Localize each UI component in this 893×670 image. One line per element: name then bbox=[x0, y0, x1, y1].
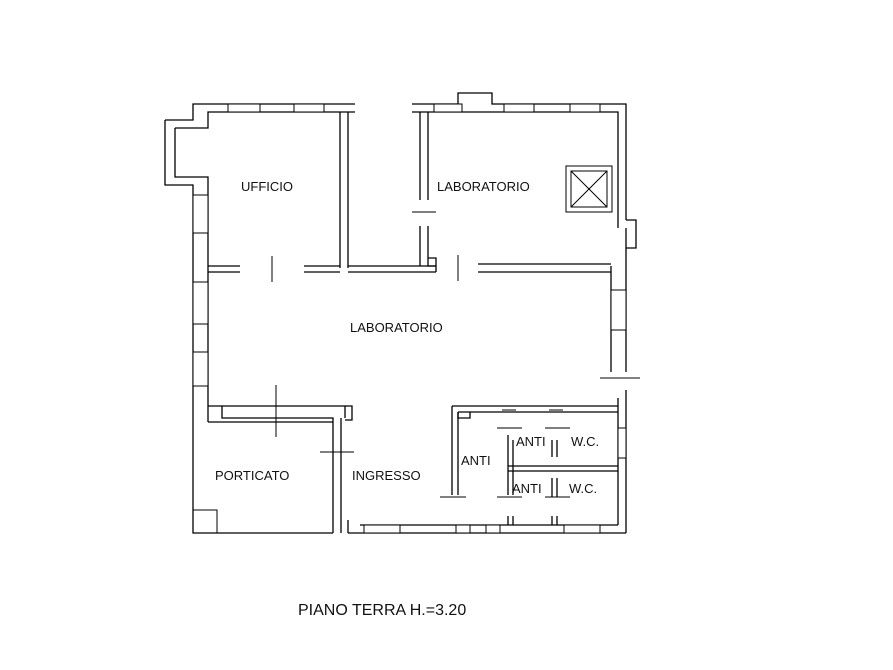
room-label-porticato: PORTICATO bbox=[215, 468, 289, 483]
room-label-wc-1: W.C. bbox=[571, 434, 599, 449]
door-marks bbox=[271, 211, 640, 498]
room-label-anti-1: ANTI bbox=[461, 453, 491, 468]
room-label-ingresso: INGRESSO bbox=[352, 468, 421, 483]
room-label-anti-2: ANTI bbox=[516, 434, 546, 449]
plan-caption: PIANO TERRA H.=3.20 bbox=[298, 602, 466, 619]
outer-walls bbox=[164, 92, 637, 534]
room-label-laboratorio-centrale: LABORATORIO bbox=[350, 320, 443, 335]
shaft-symbol bbox=[565, 165, 613, 213]
room-label-anti-3: ANTI bbox=[512, 481, 542, 496]
room-label-wc-2: W.C. bbox=[569, 481, 597, 496]
room-label-ufficio: UFFICIO bbox=[241, 179, 293, 194]
room-label-laboratorio-nord: LABORATORIO bbox=[437, 179, 530, 194]
interior-walls bbox=[208, 112, 618, 533]
windows bbox=[192, 103, 627, 534]
